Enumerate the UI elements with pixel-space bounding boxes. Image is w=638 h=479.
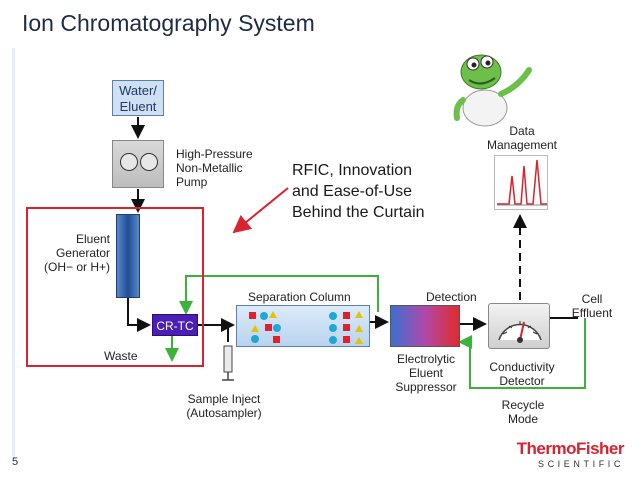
conductivity-detector bbox=[488, 303, 550, 349]
thermofisher-logo: ThermoFisher SCIENTIFIC bbox=[512, 439, 625, 470]
separation-column-label: Separation Column bbox=[248, 290, 351, 304]
pump bbox=[112, 140, 164, 188]
recycle-mode-label: Recycle Mode bbox=[501, 398, 545, 426]
water-eluent-reservoir: Water/ Eluent bbox=[112, 80, 164, 116]
detection-label: Detection bbox=[426, 290, 477, 304]
callout-text: RFIC, Innovation and Ease-of-Use Behind … bbox=[292, 162, 425, 221]
chromatogram-icon bbox=[497, 159, 547, 206]
syringe-icon bbox=[222, 345, 234, 381]
suppressor-label: Electrolytic Eluent Suppressor bbox=[395, 352, 457, 394]
recycle-loop bbox=[458, 318, 586, 389]
eluent-generator-cartridge bbox=[116, 214, 140, 298]
crtc-block: CR-TC bbox=[152, 314, 198, 336]
waste-label: Waste bbox=[104, 349, 138, 363]
chromatogram-display bbox=[494, 155, 548, 210]
gauge-icon bbox=[498, 321, 542, 343]
generator-to-crtc-arrow bbox=[127, 298, 151, 332]
logo-subtitle: SCIENTIFIC bbox=[537, 459, 624, 469]
detector-label: Conductivity Detector bbox=[489, 360, 555, 388]
regen-loop bbox=[179, 275, 379, 315]
title-accent-bar bbox=[12, 48, 15, 458]
ion-markers-icon bbox=[249, 311, 363, 344]
eluent-generator-outline bbox=[26, 207, 204, 367]
lizard-mascot-icon bbox=[445, 42, 545, 132]
page-number: 5 bbox=[12, 456, 19, 468]
callout-arrow bbox=[232, 187, 289, 234]
separation-column bbox=[236, 305, 370, 347]
logo-wordmark: ThermoFisher bbox=[516, 439, 625, 458]
sample-inject-label: Sample Inject (Autosampler) bbox=[186, 392, 262, 420]
cell-effluent-label: Cell Effluent bbox=[571, 292, 613, 320]
suppressor bbox=[390, 305, 460, 347]
pump-head-icon bbox=[140, 153, 158, 171]
slide-title: Ion Chromatography System bbox=[22, 10, 315, 36]
pump-label: High-Pressure Non-Metallic Pump bbox=[176, 147, 253, 189]
pump-head-icon bbox=[120, 153, 138, 171]
eluent-generator-label: Eluent Generator (OH− or H+) bbox=[43, 232, 110, 274]
data-management-label: Data Management bbox=[486, 124, 558, 152]
